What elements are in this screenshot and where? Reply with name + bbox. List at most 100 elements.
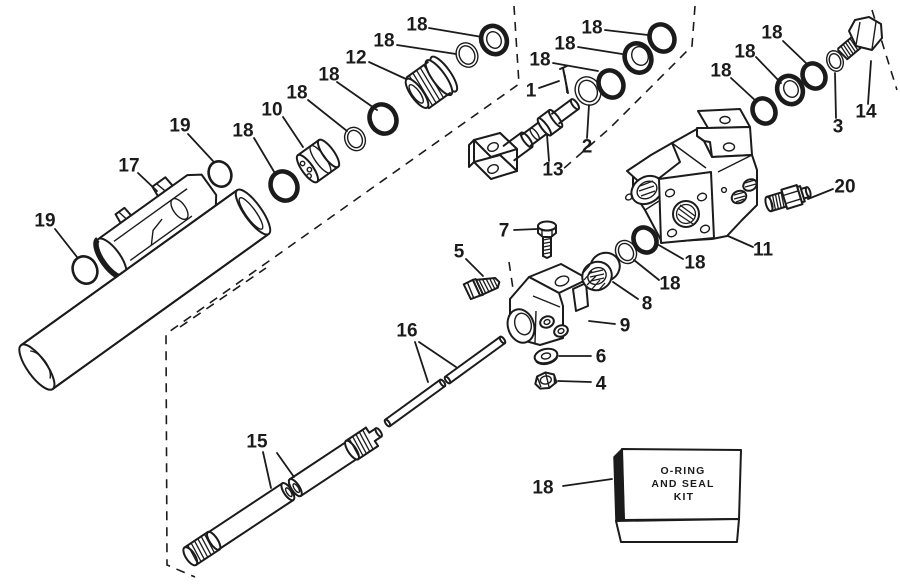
callout-2: 2 [582, 104, 593, 158]
leader-line [513, 228, 538, 231]
leader-line [276, 452, 295, 478]
callout-4: 4 [557, 374, 607, 395]
part-number-label: 3 [833, 117, 844, 138]
callout-18: 18 [554, 34, 623, 55]
leader-line [282, 116, 304, 148]
o-ring-18-k [800, 61, 828, 91]
dashed-boundary [561, 5, 696, 171]
part-number-label: 18 [373, 31, 394, 52]
callout-18: 18 [633, 259, 681, 295]
part-number-label: 5 [454, 242, 465, 263]
part-number-label: 18 [286, 83, 307, 104]
o-ring-18-b [343, 126, 367, 152]
piston-10 [295, 138, 341, 184]
oring-seal-kit-box: O-RING AND SEAL KIT [613, 448, 742, 543]
piston-rod-13 [468, 98, 581, 180]
callout-8: 8 [612, 281, 653, 315]
screw-5 [462, 277, 501, 301]
anchor-block-9 [506, 263, 589, 346]
part-number-label: 18 [554, 34, 575, 55]
part-number-label: 18 [659, 274, 680, 295]
rod-15-lower [182, 482, 296, 567]
leader-line [586, 104, 590, 139]
callout-19: 19 [34, 211, 78, 258]
nut-4 [534, 371, 558, 390]
rod-16-b [443, 335, 507, 385]
leader-line [577, 46, 623, 55]
rod-16-a [383, 378, 447, 428]
leader-line [557, 380, 592, 383]
leader-line [807, 188, 834, 200]
leader-line [137, 172, 158, 192]
part-number-label: 14 [855, 102, 877, 123]
part-number-label: 7 [499, 221, 510, 242]
callout-18: 18 [761, 23, 807, 64]
leader-line [414, 341, 429, 383]
leader-line [538, 80, 560, 89]
part-number-label: 18 [406, 15, 427, 36]
part-number-label: 18 [761, 23, 782, 44]
o-ring-18-d [455, 42, 479, 68]
part-number-label: 18 [734, 42, 755, 63]
rod-15-upper [287, 426, 383, 498]
part-number-label: 18 [232, 121, 253, 142]
screw-14 [837, 16, 883, 61]
washer-6 [533, 347, 559, 366]
leader-line [834, 72, 837, 119]
leader-line [262, 451, 272, 489]
part-number-label: 6 [596, 347, 607, 368]
leader-line [396, 44, 457, 55]
part-number-label: 19 [34, 211, 55, 232]
callout-18: 18 [532, 478, 613, 499]
outer-cylinder-tube [18, 188, 272, 391]
leader-line [368, 61, 407, 80]
end-cap-12 [404, 55, 459, 110]
part-number-label: 12 [345, 48, 366, 69]
leader-line [546, 134, 550, 162]
leader-line [656, 243, 684, 260]
o-ring-18-h [647, 22, 677, 54]
dashed-boundary [871, 9, 898, 91]
callout-18: 18 [710, 61, 758, 103]
o-ring-18-a [268, 169, 300, 203]
callout-10: 10 [261, 100, 304, 148]
leader-line [552, 62, 599, 72]
callout-18: 18 [318, 65, 378, 111]
leader-line [54, 228, 78, 258]
callout-6: 6 [558, 347, 607, 368]
leader-line [612, 281, 639, 300]
leader-line [755, 56, 782, 84]
leader-line [465, 258, 484, 277]
dashed-boundary [179, 267, 267, 328]
part-number-label: 2 [582, 137, 593, 158]
callout-18: 18 [286, 83, 348, 132]
callout-5: 5 [454, 242, 484, 277]
seal-18-j [774, 73, 806, 107]
kit-box-line-3: KIT [674, 491, 695, 503]
callout-17: 17 [118, 156, 158, 192]
part-number-label: 16 [396, 321, 417, 342]
callout-18: 18 [406, 15, 483, 38]
part-number-label: 1 [526, 81, 537, 102]
callout-7: 7 [499, 221, 538, 242]
part-number-label: 13 [542, 160, 563, 181]
part-number-label: 19 [169, 116, 190, 137]
part-number-label: 4 [596, 374, 607, 395]
part-number-label: 18 [710, 61, 731, 82]
leader-line [253, 137, 277, 176]
part-number-label: 18 [684, 253, 705, 274]
o-ring-19-upper [207, 160, 233, 188]
part-number-label: 18 [529, 50, 550, 71]
callout-18: 18 [373, 31, 457, 55]
callout-18: 18 [734, 42, 782, 84]
part-number-label: 8 [642, 294, 653, 315]
pin-1 [559, 65, 569, 94]
callout-18: 18 [656, 243, 706, 274]
leader-line [782, 40, 807, 64]
leader-line [418, 341, 457, 368]
callout-18: 18 [581, 18, 649, 39]
dashed-boundary [165, 5, 520, 578]
callout-3: 3 [833, 72, 844, 138]
leader-line [336, 81, 378, 111]
